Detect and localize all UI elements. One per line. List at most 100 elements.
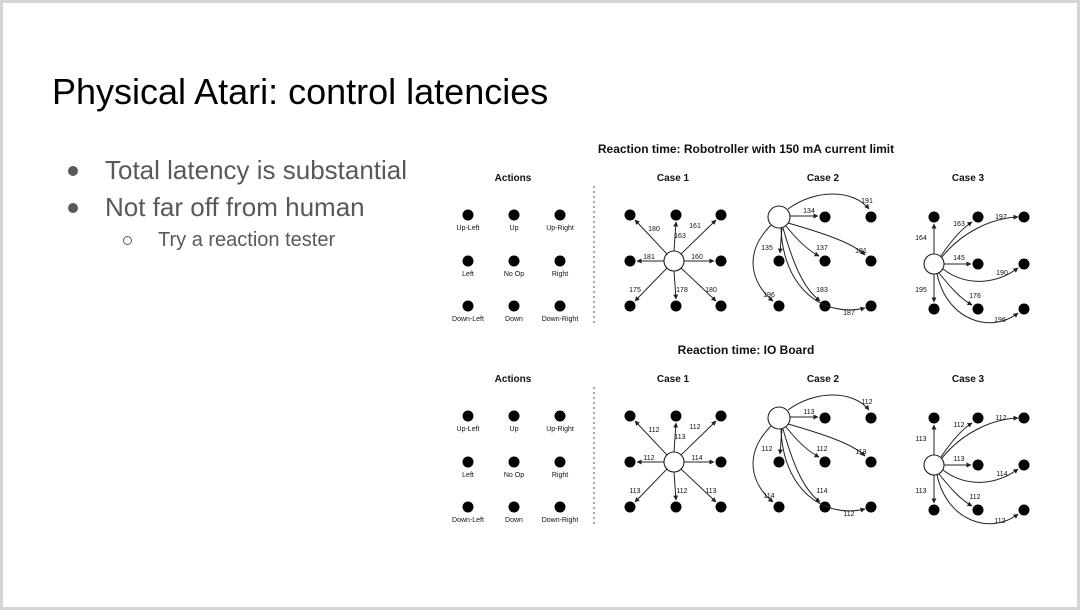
- slide: Physical Atari: control latencies Total …: [3, 3, 1077, 607]
- case3-arrow-bottom-right: [936, 474, 1019, 525]
- case1-arrow-up-right: [680, 219, 717, 255]
- case2-arrow-left-near: [777, 427, 783, 455]
- case2-target-dot: [773, 255, 785, 267]
- case2-arrow-top-right: [787, 394, 870, 411]
- case2-target-dot: [819, 501, 831, 513]
- case3-latency-label: 112: [994, 518, 1005, 525]
- case2-latency-label: 113: [855, 449, 866, 456]
- case1-target-dot: [624, 410, 636, 422]
- case1-target-dot: [670, 209, 682, 221]
- case2-arrow-right: [787, 423, 866, 457]
- bullet-item-2: Not far off from human: [68, 192, 365, 223]
- case3-latency-label: 112: [995, 415, 1006, 422]
- case3-latency-label: 113: [915, 488, 926, 495]
- case3-target-dot: [1018, 412, 1030, 424]
- case-header: Case 2: [807, 173, 840, 184]
- case2-target-dot: [865, 456, 877, 468]
- case2-arrow-up-right: [785, 426, 820, 458]
- case2-latency-label: 134: [803, 208, 815, 215]
- action-label: Down: [505, 517, 523, 524]
- case1-latency-label: 112: [676, 488, 687, 495]
- panel-title: Reaction time: Robotroller with 150 mA c…: [598, 142, 894, 156]
- case1-latency-label: 181: [643, 254, 655, 261]
- case2-latency-label: 112: [761, 446, 772, 453]
- action-dot: [508, 209, 520, 221]
- case3-latency-label: 113: [915, 436, 926, 443]
- case1-arrow-down-right: [680, 267, 717, 302]
- case3-latency-label: 112: [953, 422, 964, 429]
- case1-hub: [663, 250, 685, 272]
- case1-arrow-down: [673, 471, 679, 501]
- action-label: Up-Left: [457, 225, 480, 232]
- case2-latency-label: 181: [855, 248, 867, 255]
- case3-latency-label: 197: [995, 214, 1007, 221]
- case1-arrow-up: [673, 422, 679, 453]
- case1-arrow-down-right: [680, 468, 717, 503]
- case2-target-dot: [865, 412, 877, 424]
- case2-target-dot: [819, 255, 831, 267]
- case2-latency-label: 112: [861, 399, 872, 406]
- case1-target-dot: [624, 255, 636, 267]
- case3-target-dot: [928, 412, 940, 424]
- action-label: Up: [510, 426, 519, 433]
- case2-target-dot: [865, 501, 877, 513]
- diagram-panel-1: Reaction time: Robotroller with 150 mA c…: [452, 142, 1030, 325]
- case3-latency-label: 176: [969, 293, 981, 300]
- case3-target-dot: [1018, 258, 1030, 270]
- case3-arrow-top-mid: [940, 422, 973, 458]
- case2-latency-label: 191: [861, 198, 873, 205]
- case1-latency-label: 160: [691, 254, 703, 261]
- case2-latency-label: 187: [843, 310, 855, 317]
- case2-arrow-bottom-left: [752, 425, 774, 503]
- case1-target-dot: [624, 300, 636, 312]
- case2-latency-label: 183: [816, 287, 828, 294]
- action-dot: [508, 300, 520, 312]
- case3-target-dot: [928, 504, 940, 516]
- case1-latency-label: 112: [643, 455, 654, 462]
- case1-latency-label: 161: [689, 223, 701, 230]
- case1-target-dot: [715, 255, 727, 267]
- case1-latency-label: 113: [705, 488, 716, 495]
- case3-arrow-bottom-mid: [938, 272, 973, 306]
- case2-arrow-bottom-right: [780, 227, 866, 312]
- case1-target-dot: [715, 410, 727, 422]
- bullet-text: Try a reaction tester: [158, 229, 336, 251]
- bullet-text: Total latency is substantial: [105, 155, 408, 185]
- reaction-time-figure: Reaction time: Robotroller with 150 mA c…: [452, 142, 1030, 526]
- case1-target-dot: [624, 209, 636, 221]
- case1-latency-label: 112: [689, 424, 700, 431]
- action-dot: [462, 456, 474, 468]
- case1-target-dot: [670, 501, 682, 513]
- case2-latency-label: 196: [763, 292, 775, 299]
- case2-hub: [767, 205, 791, 229]
- case3-latency-label: 145: [953, 255, 965, 262]
- case2-target-dot: [819, 412, 831, 424]
- case2-latency-label: 137: [816, 245, 828, 252]
- case3-arrow-bottom-mid: [938, 473, 973, 507]
- case1-latency-label: 163: [674, 233, 686, 240]
- action-label: Right: [552, 472, 568, 479]
- bullet-dot-icon: [68, 166, 78, 176]
- actions-header: Actions: [495, 173, 532, 184]
- case2-arrow-right: [787, 222, 866, 256]
- case1-arrow-up: [673, 221, 679, 252]
- action-dot: [554, 209, 566, 221]
- action-label: No Op: [504, 271, 524, 278]
- action-dot: [462, 410, 474, 422]
- case2-arrow-top-right: [787, 193, 870, 210]
- case-header: Case 3: [952, 173, 985, 184]
- case3-latency-label: 112: [969, 494, 980, 501]
- case1-arrow-up-left: [634, 219, 668, 255]
- case3-latency-label: 113: [953, 456, 964, 463]
- action-dot: [462, 501, 474, 513]
- case2-latency-label: 112: [816, 446, 827, 453]
- case1-target-dot: [670, 410, 682, 422]
- case1-target-dot: [715, 456, 727, 468]
- action-label: Left: [462, 271, 474, 278]
- action-dot: [554, 255, 566, 267]
- case1-latency-label: 180: [648, 226, 660, 233]
- case3-target-dot: [1018, 504, 1030, 516]
- case3-target-dot: [928, 211, 940, 223]
- case1-latency-label: 114: [691, 455, 702, 462]
